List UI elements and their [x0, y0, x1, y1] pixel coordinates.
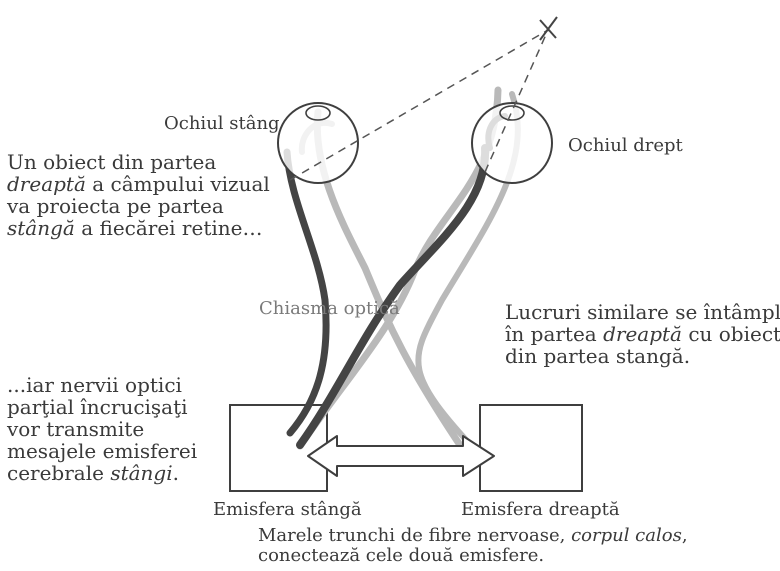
left-eye — [278, 103, 358, 183]
nerves-note-line-2: parţial încrucişaţi — [7, 396, 197, 418]
nerves-note-line-1: ...iar nervii optici — [7, 374, 197, 396]
optic-nerves-note: ...iar nervii optici parţial încrucişaţi… — [7, 374, 197, 484]
object-note-line-1: Un obiect din partea — [7, 151, 270, 173]
similar-note-line-3: din partea stangă. — [505, 345, 780, 367]
right-eye — [472, 103, 552, 183]
right-hemisphere-box — [480, 405, 582, 491]
nerves-note-line-4: mesajele emisferei — [7, 440, 197, 462]
corpus-callosum-note: Marele trunchi de fibre nervoase, corpul… — [258, 526, 688, 566]
object-note-line-4: stângă a fiecărei retine… — [7, 217, 270, 239]
left-hemisphere-box — [230, 405, 327, 491]
corpus-callosum-arrow — [308, 436, 494, 476]
callosum-note-line-1: Marele trunchi de fibre nervoase, corpul… — [258, 526, 688, 546]
right-hemisphere-label: Emisfera dreaptă — [461, 500, 620, 520]
nerves-note-line-3: vor transmite — [7, 418, 197, 440]
object-note-line-2: dreaptă a câmpului vizual — [7, 173, 270, 195]
callosum-note-line-2: conectează cele două emisfere. — [258, 546, 688, 566]
left-eye-label: Ochiul stâng — [164, 114, 280, 134]
nerves-note-line-5: cerebrale stângi. — [7, 462, 197, 484]
object-note-line-3: va proiecta pe partea — [7, 195, 270, 217]
similar-note-line-1: Lucruri similare se întâmplă — [505, 301, 780, 323]
chiasm-label: Chiasma optică — [259, 299, 400, 319]
dark-fiber-left-eye — [287, 152, 326, 433]
similar-note-line-2: în partea dreaptă cu obiectele — [505, 323, 780, 345]
right-eye-label: Ochiul drept — [568, 136, 683, 156]
object-cross-icon — [540, 17, 557, 40]
similar-process-note: Lucruri similare se întâmplă în partea d… — [505, 301, 780, 367]
left-hemisphere-label: Emisfera stângă — [213, 500, 362, 520]
object-projection-note: Un obiect din partea dreaptă a câmpului … — [7, 151, 270, 239]
